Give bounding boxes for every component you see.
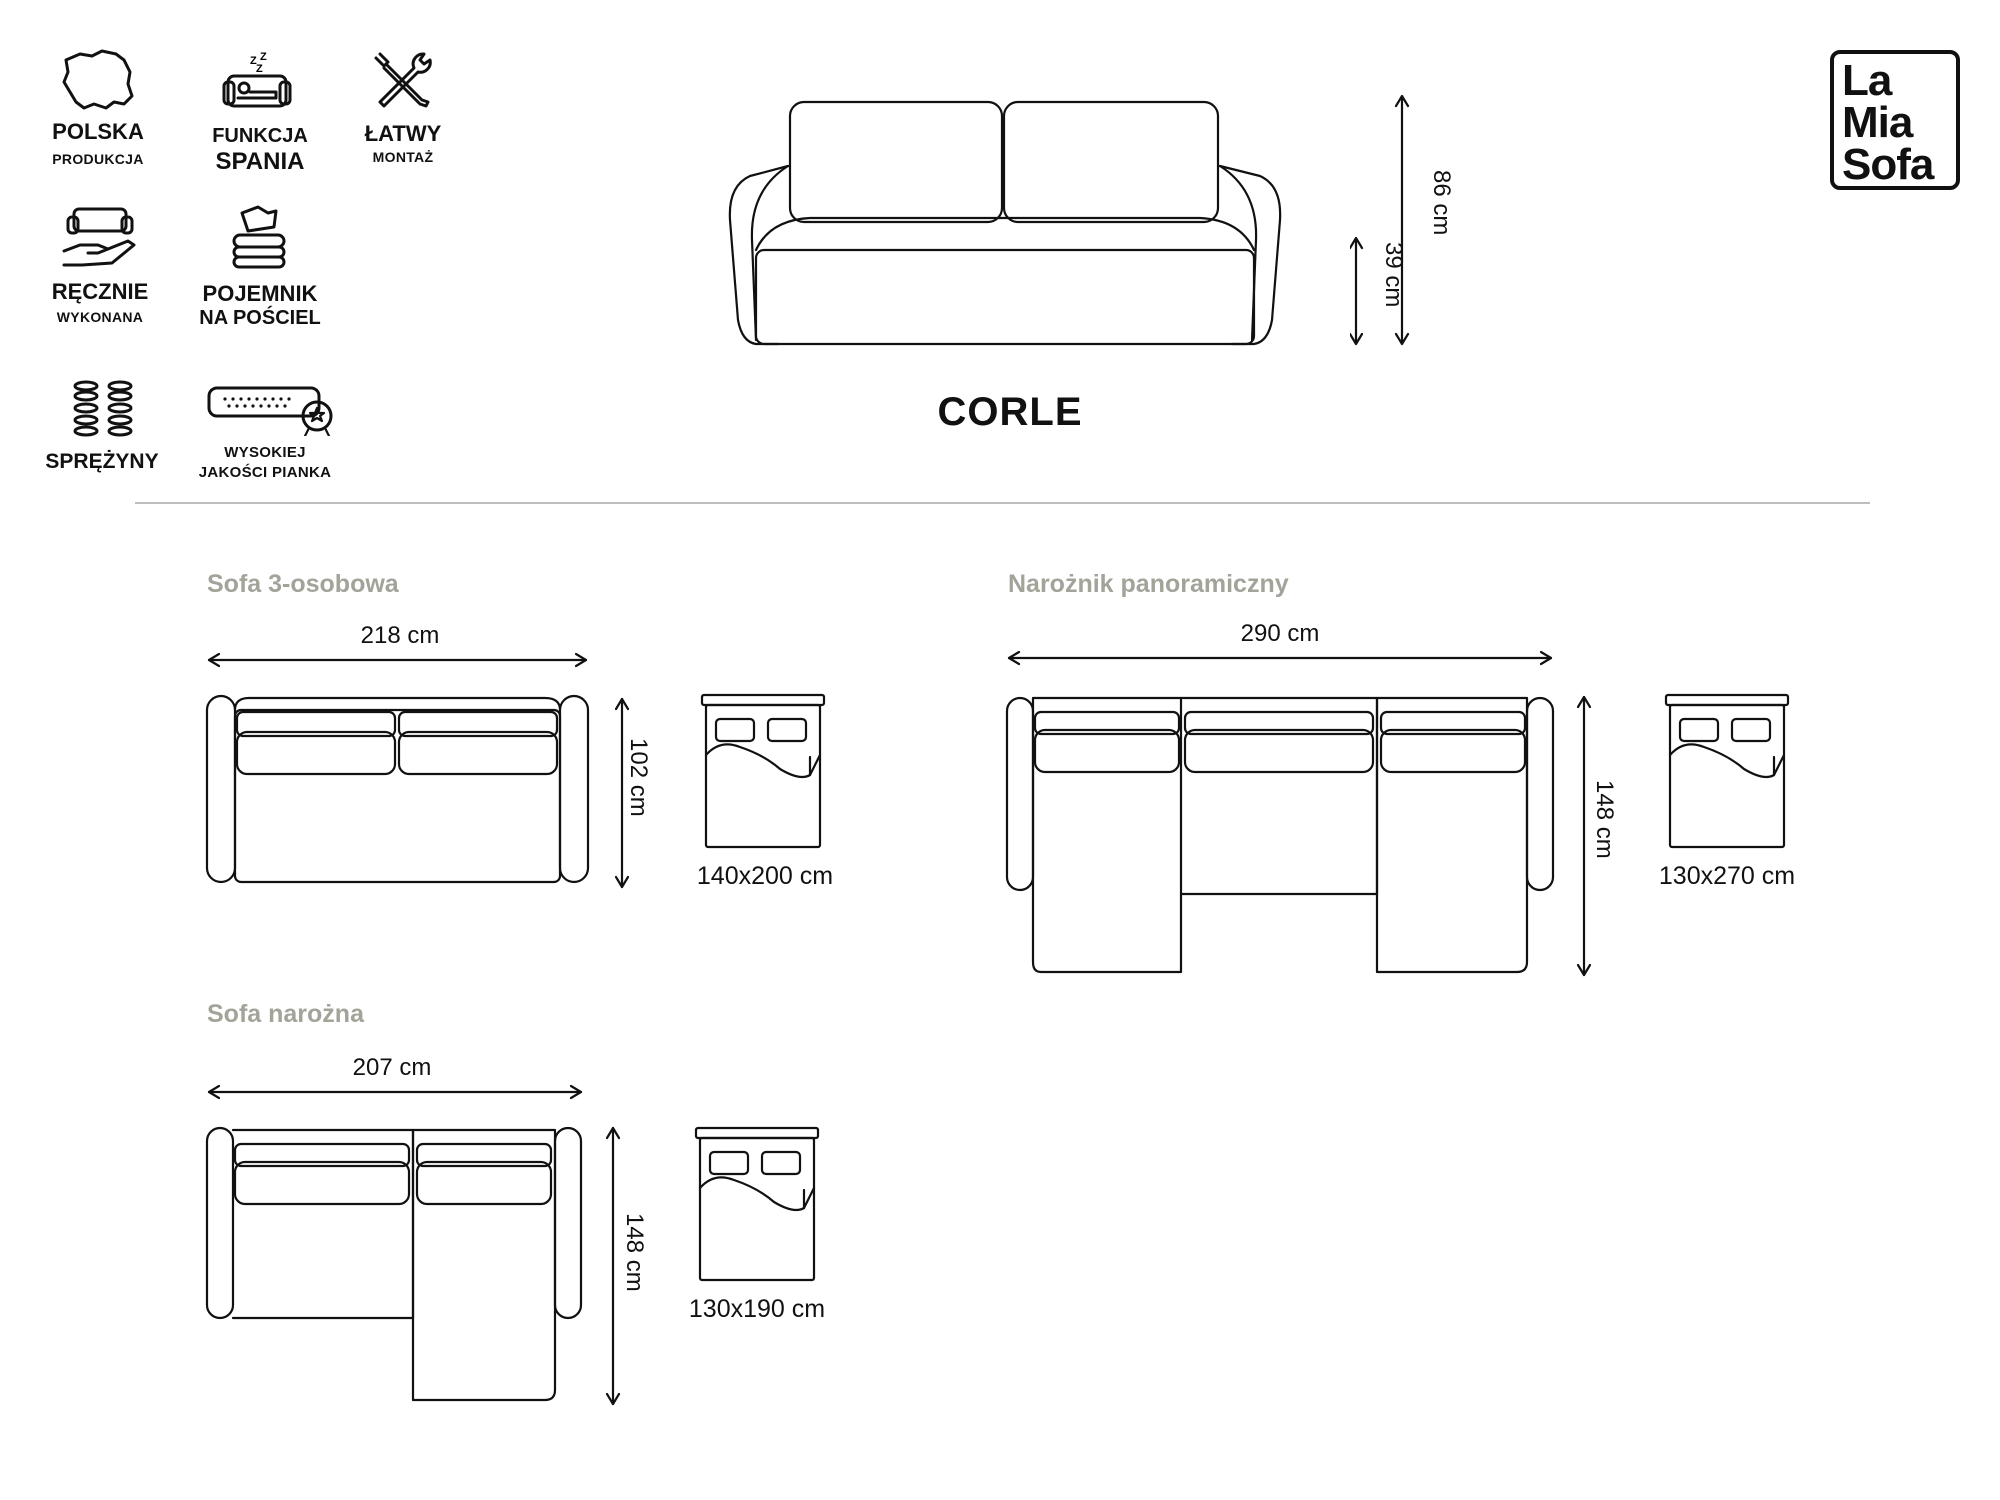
logo-line-la: La: [1842, 56, 1892, 105]
feature-title-funkcja: FUNKCJA: [212, 125, 308, 147]
sofa3-depth-label: 102 cm: [625, 738, 652, 817]
feature-title-wysokiej: WYSOKIEJ: [224, 444, 306, 461]
panoramic-width-label: 290 cm: [1240, 620, 1320, 647]
feature-title-polska: POLSKA: [52, 119, 144, 144]
product-name: CORLE: [937, 390, 1083, 434]
feature-sub-produkcja: PRODUKCJA: [52, 151, 144, 167]
variant-title-panoramic: Narożnik panoramiczny: [1008, 570, 1289, 598]
feature-title-pojemnik: POJEMNIK: [202, 281, 318, 306]
panoramic-top-view: [1005, 696, 1555, 974]
panoramic-width-arrow: [1007, 650, 1553, 666]
sleeping-sofa-icon: Z Z Z: [222, 51, 292, 108]
sofa3-top-view: [205, 694, 590, 884]
corner-width-label: 207 cm: [352, 1054, 432, 1081]
front-height-arrows: [1350, 94, 1410, 346]
corner-depth-arrow: [605, 1126, 621, 1406]
feature-title-recznie: RĘCZNIE: [51, 279, 149, 304]
feature-title-sprezyny: SPRĘŻYNY: [45, 450, 159, 473]
panoramic-depth-arrow: [1576, 695, 1592, 977]
feature-sub-spania: SPANIA: [215, 148, 305, 175]
seat-height-label: 39 cm: [1380, 242, 1407, 308]
poland-map-icon: [62, 49, 134, 110]
corner-bed-icon: [694, 1126, 820, 1282]
panoramic-bed-size: 130x270 cm: [1658, 862, 1796, 890]
panoramic-depth-label: 148 cm: [1591, 780, 1618, 859]
sofa3-depth-arrow: [614, 697, 630, 889]
sofa3-bed-size: 140x200 cm: [696, 862, 834, 890]
brand-logo: La Mia Sofa: [1830, 50, 1960, 190]
corner-depth-label: 148 cm: [621, 1213, 648, 1292]
section-divider: [135, 502, 1870, 504]
sofa-front-view: [728, 100, 1282, 346]
tools-icon: [374, 52, 432, 108]
svg-text:Z: Z: [256, 63, 263, 75]
feature-sub-jakosci-pianka: JAKOŚCI PIANKA: [198, 464, 332, 481]
svg-text:Z: Z: [250, 55, 257, 67]
feature-title-latwy: ŁATWY: [364, 121, 442, 146]
sofa3-bed-icon: [700, 693, 826, 849]
logo-line-sofa: Sofa: [1842, 140, 1934, 189]
feature-sub-wykonana: WYKONANA: [56, 309, 144, 325]
variant-title-corner: Sofa narożna: [207, 1000, 364, 1028]
sofa3-width-arrow: [207, 652, 588, 668]
corner-width-arrow: [207, 1084, 583, 1100]
corner-bed-size: 130x190 cm: [688, 1295, 826, 1323]
panoramic-bed-icon: [1664, 693, 1790, 849]
variant-title-sofa3: Sofa 3-osobowa: [207, 570, 399, 598]
feature-sub-na-posciel: NA POŚCIEL: [199, 307, 321, 329]
bedding-container-icon: [232, 205, 286, 269]
svg-text:Z: Z: [260, 51, 267, 63]
sofa3-width-label: 218 cm: [360, 622, 440, 649]
logo-line-mia: Mia: [1842, 98, 1913, 147]
corner-top-view: [205, 1126, 583, 1402]
total-height-label: 86 cm: [1428, 170, 1455, 236]
foam-quality-icon: [207, 386, 333, 436]
handmade-sofa-icon: [62, 207, 136, 267]
feature-sub-montaz: MONTAŻ: [372, 149, 434, 165]
springs-icon: [73, 380, 133, 437]
